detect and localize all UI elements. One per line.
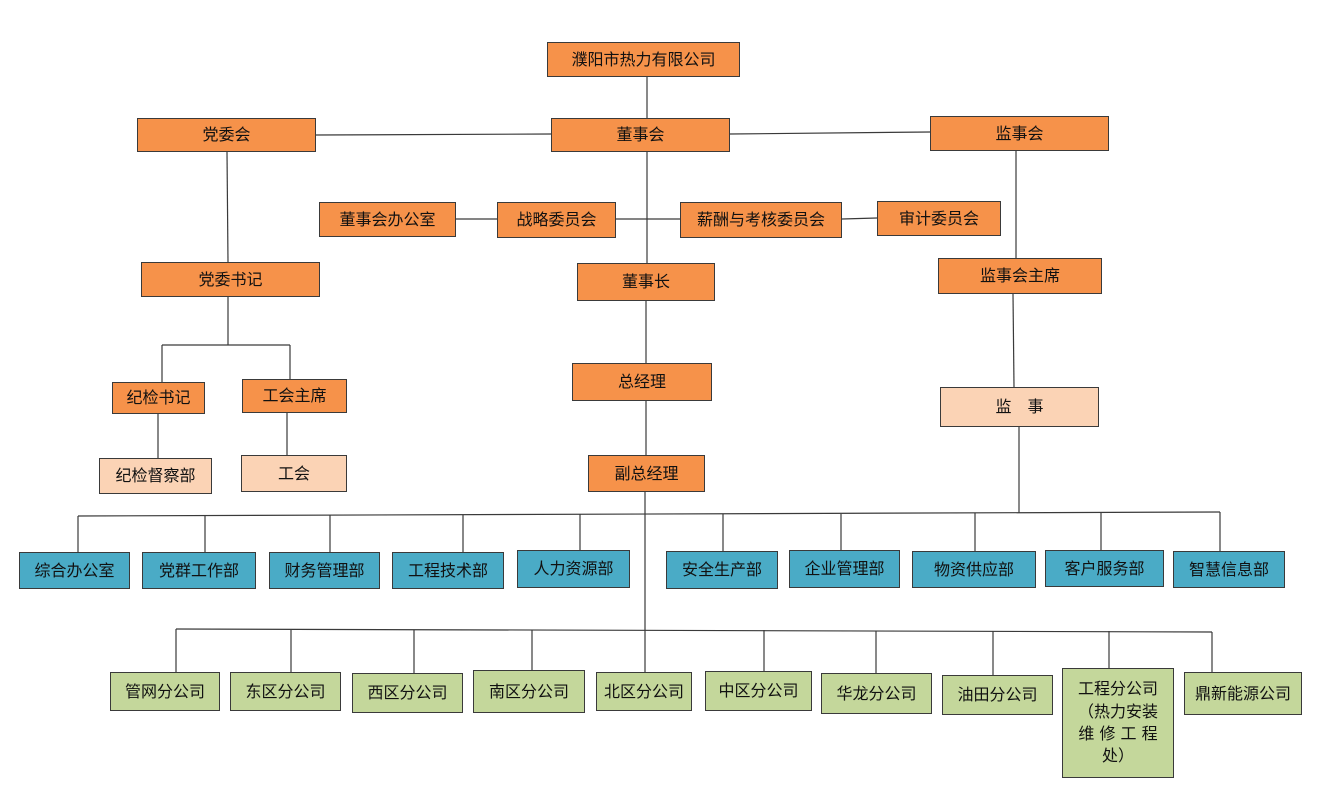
audit-committee-node: 审计委员会 [877,201,1001,236]
branch-oilfield: 油田分公司 [942,675,1053,715]
supervisory-board-node: 监事会 [930,116,1109,151]
dept-materials-supply: 物资供应部 [912,551,1036,588]
branch-pipe-network: 管网分公司 [110,672,220,711]
company-node: 濮阳市热力有限公司 [547,42,740,77]
supervisor-node: 监 事 [940,387,1099,427]
deputy-gm-node: 副总经理 [588,455,705,492]
branch-south: 南区分公司 [473,670,585,713]
branch-west: 西区分公司 [352,673,463,713]
dept-finance: 财务管理部 [269,552,380,589]
general-manager-node: 总经理 [572,363,712,401]
branch-engineering: 工程分公司 （热力安装 维 修 工 程 处） [1062,668,1174,778]
dept-party-mass-work: 党群工作部 [142,552,256,589]
branch-central: 中区分公司 [705,671,812,711]
dept-engineering: 工程技术部 [392,552,504,589]
branch-north: 北区分公司 [596,672,692,711]
dept-customer-service: 客户服务部 [1045,550,1164,587]
chairman-node: 董事长 [577,263,715,301]
compensation-committee-node: 薪酬与考核委员会 [680,202,842,238]
branch-dingxin-energy: 鼎新能源公司 [1184,672,1302,715]
dept-hr: 人力资源部 [517,550,630,588]
union-chair-node: 工会主席 [242,379,347,413]
branch-east: 东区分公司 [230,672,341,711]
dept-enterprise-management: 企业管理部 [789,550,900,588]
dept-smart-information: 智慧信息部 [1173,551,1285,588]
dept-safety: 安全生产部 [666,551,778,589]
board-office-node: 董事会办公室 [319,202,456,237]
discipline-dept-node: 纪检督察部 [99,458,212,494]
union-node: 工会 [241,455,347,492]
strategy-committee-node: 战略委员会 [497,202,616,238]
supervisory-chair-node: 监事会主席 [938,258,1102,294]
discipline-secretary-node: 纪检书记 [112,382,205,414]
branch-hualong: 华龙分公司 [821,673,932,714]
board-node: 董事会 [551,118,730,152]
party-committee-node: 党委会 [137,118,316,152]
party-secretary-node: 党委书记 [141,262,320,297]
dept-general-office: 综合办公室 [19,552,130,589]
